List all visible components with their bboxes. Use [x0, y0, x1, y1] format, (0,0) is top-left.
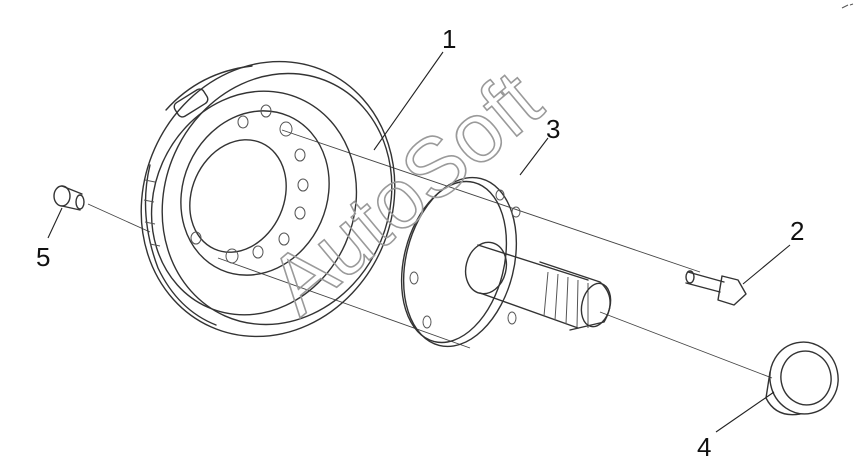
wheel-bolt [685, 270, 747, 306]
watermark-text: AutoSoft [251, 53, 558, 332]
callout-1: 1 [442, 24, 456, 54]
callout-3: 3 [546, 114, 560, 144]
axle-shaft-flange [400, 176, 612, 348]
callout-leaders [47, 51, 791, 433]
callout-4: 4 [697, 432, 711, 462]
assembly-axis-lines [87, 129, 773, 379]
callout-5: 5 [36, 242, 50, 272]
callout-2: 2 [790, 216, 804, 246]
oil-seal [765, 341, 839, 416]
brake-drum [140, 60, 396, 338]
drum-pin [53, 185, 85, 211]
corner-mark [841, 3, 854, 9]
